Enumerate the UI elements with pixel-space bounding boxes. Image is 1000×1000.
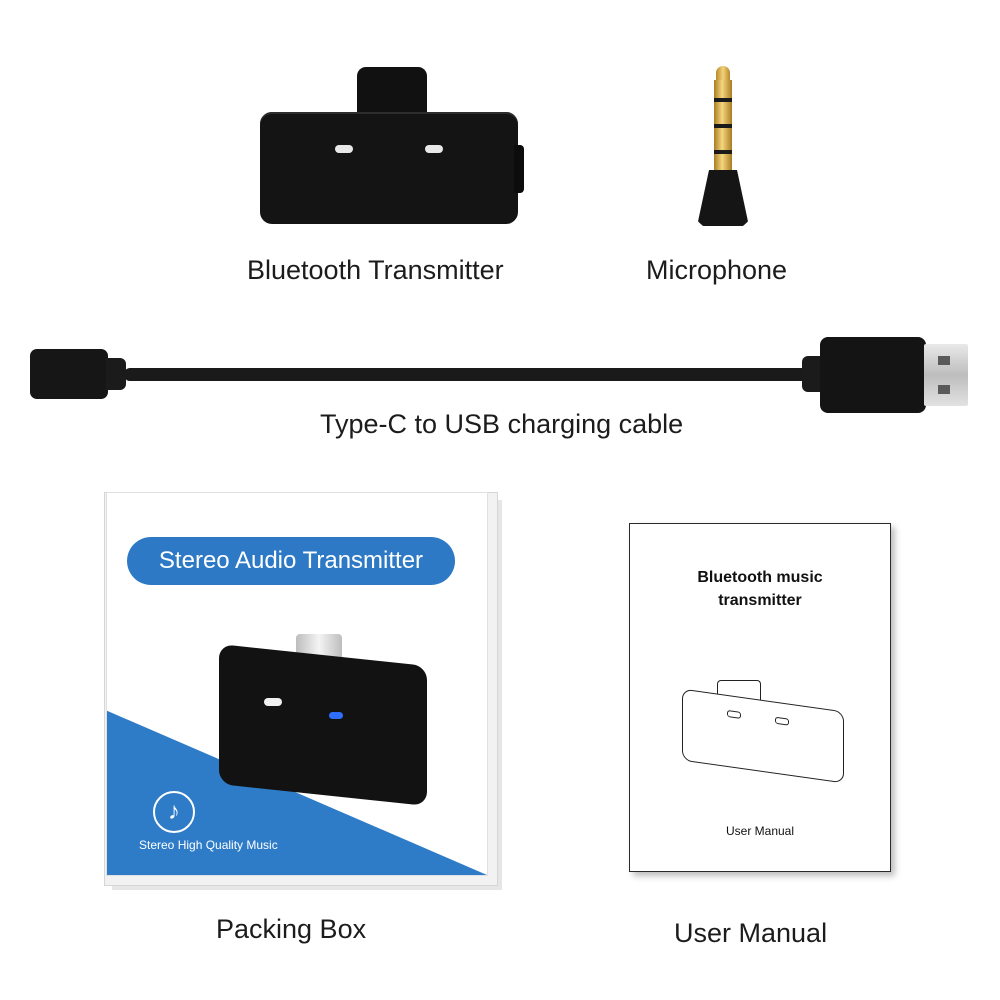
caption-transmitter: Bluetooth Transmitter	[247, 255, 504, 285]
jack-tip	[716, 66, 730, 82]
led-indicator	[335, 145, 353, 153]
caption-microphone: Microphone	[646, 255, 788, 285]
music-note-icon: ♪	[153, 791, 195, 833]
cable-wire	[124, 368, 814, 381]
usb-c-plug	[357, 67, 427, 117]
box-title: Stereo Audio Transmitter	[127, 537, 455, 585]
usb-a-metal-plug	[924, 344, 968, 406]
user-manual-booklet: Bluetooth music transmitter User Manual	[629, 523, 891, 872]
usb-hole	[938, 356, 950, 365]
packing-box: Stereo Audio Transmitter ♪ Stereo High Q…	[106, 492, 488, 876]
manual-led-outline	[775, 716, 789, 726]
box-led-blue	[329, 712, 343, 719]
box-led-white	[264, 698, 282, 706]
led-indicator	[425, 145, 443, 153]
strain-relief	[106, 358, 126, 390]
box-subtitle: Stereo High Quality Music	[139, 838, 278, 852]
side-button	[514, 145, 524, 193]
usb-hole	[938, 385, 950, 394]
manual-title: Bluetooth music transmitter	[630, 566, 890, 612]
usb-a-housing	[820, 337, 926, 413]
manual-footer: User Manual	[725, 824, 795, 838]
jack-shaft	[714, 80, 732, 172]
type-c-connector	[30, 349, 108, 399]
caption-packing-box: Packing Box	[216, 914, 367, 944]
manual-device-outline	[682, 688, 844, 784]
transmitter-body	[260, 112, 518, 224]
manual-title-line1: Bluetooth music	[697, 569, 823, 586]
caption-user-manual: User Manual	[674, 918, 828, 948]
mic-head	[698, 170, 748, 226]
caption-cable: Type-C to USB charging cable	[320, 409, 684, 439]
manual-title-line2: transmitter	[718, 592, 802, 609]
manual-led-outline	[727, 709, 741, 719]
box-device-image	[219, 644, 427, 806]
